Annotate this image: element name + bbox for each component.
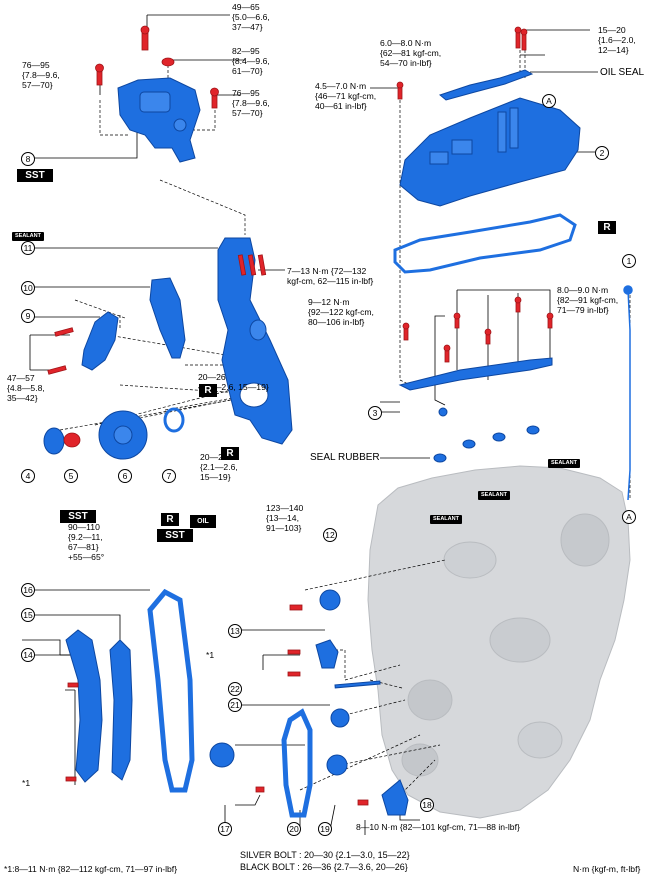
sprockets [209,589,409,816]
callout-9: 9 [21,309,35,323]
chain-guides [65,629,133,783]
units-note: N·m {kgf-m, ft-lbf} [573,864,641,874]
torque-8-9: 8.0—9.0 N·m {82—91 kgf-cm, 71—79 in-lbf} [557,285,619,315]
oil-seal-strip [438,69,534,101]
callout-13: 13 [228,624,242,638]
torque-47-57: 47—57 {4.8—5.8, 35—42} [7,373,45,403]
torque-9-12: 9—12 N·m {92—122 kgf-cm, 80—106 in-lbf} [308,297,374,327]
cover-bracket [149,277,186,359]
callout-17: 17 [218,822,232,836]
head-cover-gasket [393,213,577,274]
callout-12: 12 [323,528,337,542]
oil-pump [117,77,201,163]
r-tag-cover-plug-b: R [221,447,239,460]
sealant-badge-engine-right: SEALANT [548,459,580,468]
black-bolt-note: BLACK BOLT : 26—36 {2.7—3.6, 20—26} [240,862,408,872]
oil-pump-chain [281,708,313,818]
callout-11: 11 [21,241,35,255]
cylinder-head-cover [399,97,581,207]
sst-tag-seal: SST [157,529,193,542]
callout-18: 18 [420,798,434,812]
r-tag-seal: R [161,513,179,526]
callout-14: 14 [21,648,35,662]
callout-8: 8 [21,152,35,166]
callout-21: 21 [228,698,242,712]
callout-5: 5 [64,469,78,483]
seal-rubber-label: SEAL RUBBER [310,452,380,463]
r-tag-cover-plug-a: R [199,384,217,397]
callout-15: 15 [21,608,35,622]
torque-6-8: 6.0—8.0 N·m {62—81 kgf-cm, 54—70 in-lbf} [380,38,442,68]
callout-10: 10 [21,281,35,295]
torque-82-95: 82—95 {8.4—9.6, 61—70} [232,46,270,76]
callout-a-lower: A [622,510,636,524]
sealant-badge-engine-left: SEALANT [430,515,462,524]
oil-can-icon: OIL [190,515,216,528]
callout-16: 16 [21,583,35,597]
r-tag-gasket: R [598,221,616,234]
seal-rubbers [433,425,540,463]
callout-3: 3 [368,406,382,420]
callout-22: 22 [228,682,242,696]
bolts [47,25,554,806]
sealant-badge-cover: SEALANT [12,232,44,241]
silver-bolt-note: SILVER BOLT : 20—30 {2.1—3.0, 15—22} [240,850,410,860]
torque-7-13: 7—13 N·m {72—132 kgf-cm, 62—115 in-lbf} [287,266,374,286]
oil-level-gauge [623,285,633,501]
torque-90-110: 90—110 {9.2—11, 67—81} +55—65° [68,522,105,562]
torque-49-65: 49—65 {5.0—6.6, 37—47} [232,2,270,32]
torque-8-10: 8—10 N·m {82—101 kgf-cm, 71—88 in-lbf} [356,822,520,832]
crankshaft-pulley-parts [43,407,185,460]
torque-15-20: 15—20 {1.6—2.0, 12—14} [598,25,636,55]
oil-control-valves [398,357,553,417]
timing-chain-cover [217,237,293,445]
oil-seal-label: OIL SEAL [600,67,645,78]
callout-a-upper: A [542,94,556,108]
callout-2: 2 [595,146,609,160]
sst-tag-oil-pump: SST [17,169,53,182]
torque-4-5-7: 4.5—7.0 N·m {46—71 kgf-cm, 40—61 in-lbf} [315,81,377,111]
torque-76-95-left: 76—95 {7.8—9.6, 57—70} [22,60,60,90]
callout-20: 20 [287,822,301,836]
star-note-lower: *1 [22,778,31,788]
sealant-badge-engine-middle: SEALANT [478,491,510,500]
callout-19: 19 [318,822,332,836]
callout-7: 7 [162,469,176,483]
timing-chain [147,588,195,793]
sst-tag-pulley-bolt: SST [60,510,96,523]
footnote-star1: *1:8—11 N·m {82—112 kgf-cm, 71—97 in-lbf… [4,864,178,874]
callout-4: 4 [21,469,35,483]
engine-assembly [367,465,631,819]
torque-76-95-right: 76—95 {7.8—9.6, 57—70} [232,88,270,118]
callout-6: 6 [118,469,132,483]
torque-20-26-b: 20—26 {2.1—2.6, 15—19} [200,452,238,482]
chain-tensioner [81,311,119,371]
star-note-upper: *1 [206,650,215,660]
callout-1: 1 [622,254,636,268]
torque-123-140: 123—140 {13—14, 91—103} [266,503,304,533]
